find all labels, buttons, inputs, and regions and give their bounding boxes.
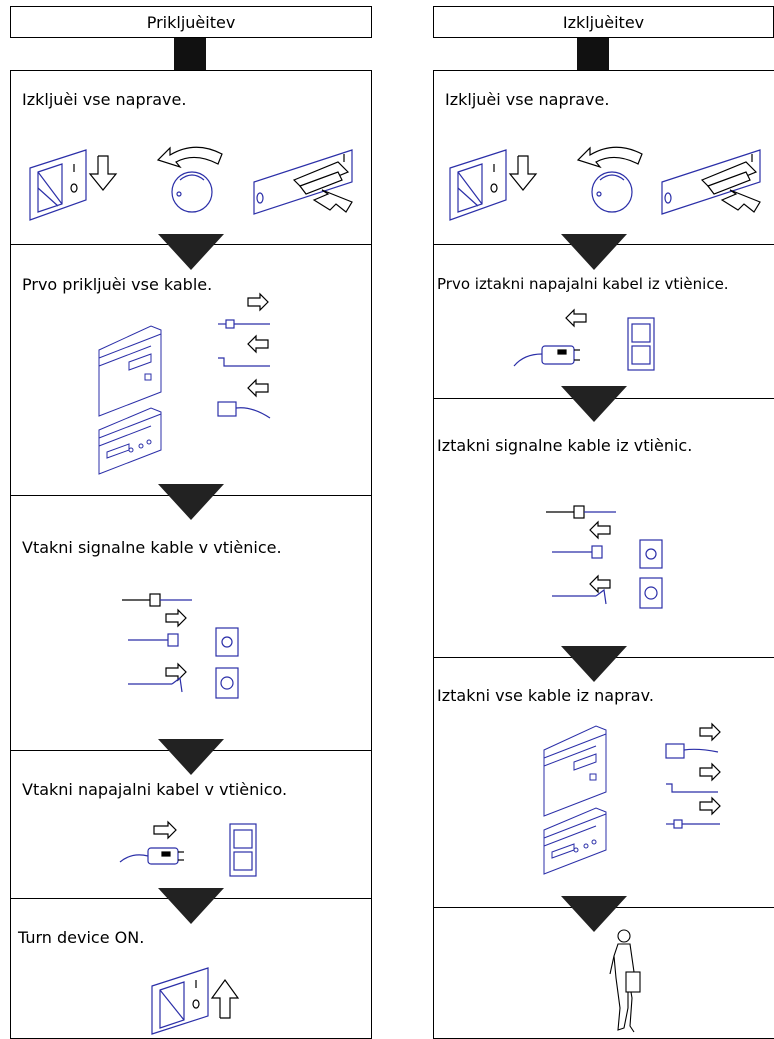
power-switch-off-icon <box>449 149 538 221</box>
rocker-switch-off-icon <box>661 149 761 215</box>
cables-disconnect-icon <box>665 722 721 829</box>
power-cord-unplug-icon <box>513 308 655 371</box>
rocker-switch-off-icon <box>253 149 353 215</box>
left-step-3-text: Vtakni signalne kable v vtiènice. <box>22 538 282 557</box>
signal-cables-plug-in-icon <box>122 593 239 699</box>
right-flow-arrow-1 <box>561 234 627 270</box>
power-switch-on-icon <box>151 967 240 1035</box>
left-flow-arrow-3 <box>158 739 224 775</box>
cables-connect-icon <box>217 292 271 419</box>
right-flow-arrow-3 <box>561 646 627 682</box>
right-step-1-text: Izkljuèi vse naprave. <box>445 90 610 109</box>
right-title: Izkljuèitev <box>562 12 645 32</box>
right-step-3-text: Iztakni signalne kable iz vtiènic. <box>437 436 693 455</box>
right-procedure-column <box>433 70 774 1039</box>
left-flow-arrow-1 <box>158 234 224 270</box>
stacked-devices-icon <box>543 725 607 875</box>
left-flow-arrow-2 <box>158 484 224 520</box>
right-flow-arrow-2 <box>561 386 627 422</box>
signal-cables-unplug-icon <box>546 505 663 609</box>
right-step-4-text: Iztakni vse kable iz naprav. <box>437 686 654 705</box>
left-step-5-text: Turn device ON. <box>18 928 145 947</box>
power-switch-off-icon <box>29 149 118 221</box>
power-cord-plug-in-icon <box>119 820 257 877</box>
stacked-devices-icon <box>98 325 162 475</box>
right-step-2-text: Prvo iztakni napajalni kabel iz vtiènice… <box>437 275 729 293</box>
left-step-4-text: Vtakni napajalni kabel v vtiènico. <box>22 780 288 799</box>
right-flow-arrow-4 <box>561 896 627 932</box>
right-header-connector <box>577 38 609 70</box>
left-step-2-text: Prvo prikljuèi vse kable. <box>22 275 213 294</box>
rotary-knob-off-icon <box>576 146 643 213</box>
right-title-box: Izkljuèitev <box>433 6 774 38</box>
left-title-box: Prikljuèitev <box>10 6 372 38</box>
left-title: Prikljuèitev <box>146 12 236 32</box>
person-walking-icon <box>609 929 641 1033</box>
left-header-connector <box>174 38 206 70</box>
left-step-1-text: Izkljuèi vse naprave. <box>22 90 187 109</box>
rotary-knob-off-icon <box>156 146 223 213</box>
left-flow-arrow-4 <box>158 888 224 924</box>
